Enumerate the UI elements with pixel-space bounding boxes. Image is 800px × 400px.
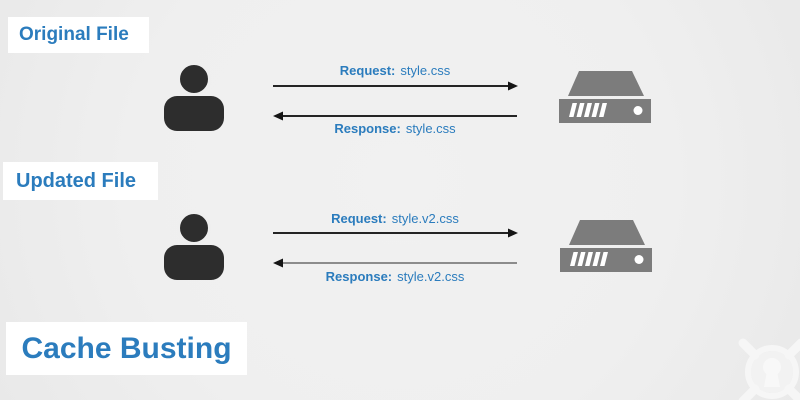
response-arrow [273,258,517,268]
request-prefix: Request: [331,211,387,226]
request-arrow [273,81,518,91]
response-label: Response: style.css [273,121,517,136]
diagram-title: Cache Busting [6,322,247,375]
request-prefix: Request: [339,63,396,78]
server-icon [559,71,651,123]
request-arrow [273,228,518,238]
response-label: Response: style.v2.css [273,269,517,284]
request-label: Request: style.css [273,63,517,78]
response-arrow [273,111,517,121]
diagram-title-text: Cache Busting [21,331,232,365]
response-prefix: Response: [334,121,401,136]
section-label-updated-file: Updated File [3,162,158,200]
server-icon [560,220,652,272]
response-filename: style.v2.css [397,269,465,284]
response-prefix: Response: [325,269,393,284]
section-label-text: Updated File [16,169,137,192]
request-filename: style.v2.css [391,211,459,226]
request-filename: style.css [400,63,451,78]
section-label-original-file: Original File [8,17,149,53]
user-icon [164,212,224,280]
section-label-text: Original File [19,24,129,45]
response-filename: style.css [405,121,456,136]
keyhole-logo-watermark-icon [738,338,800,400]
request-label: Request: style.v2.css [273,211,517,226]
user-icon [164,63,224,131]
